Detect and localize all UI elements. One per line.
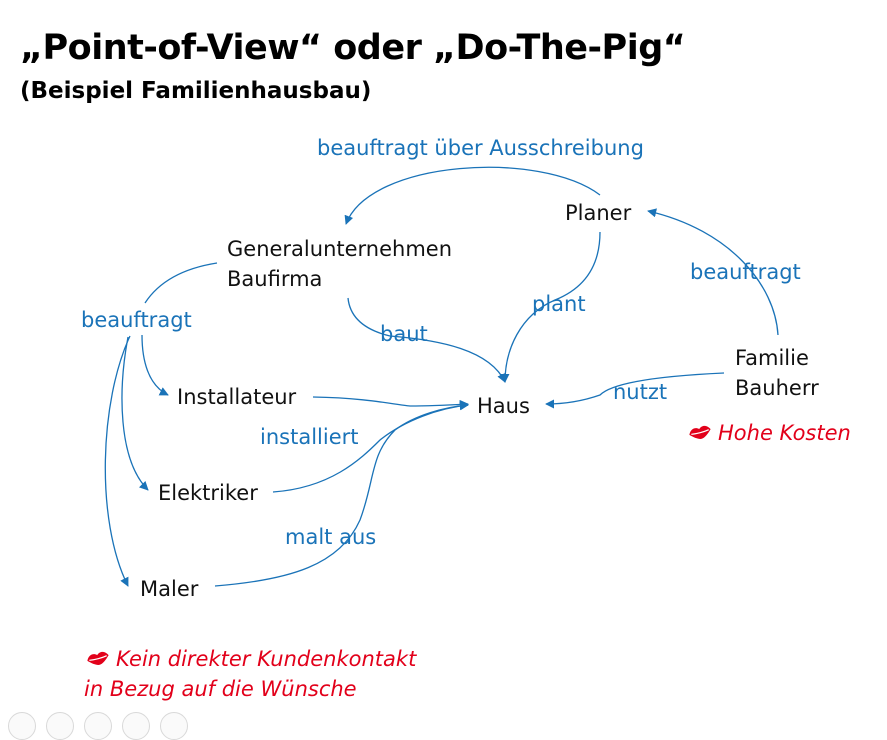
- edge-familie-to-planer: [647, 208, 779, 336]
- edge-label-beauftragt-firma: beauftragt: [81, 308, 192, 332]
- edge-label-ausschreibung: beauftragt über Ausschreibung: [317, 136, 644, 160]
- edge-general-to-installateur: [141, 334, 169, 396]
- nav-next-button[interactable]: [46, 712, 74, 740]
- edge-planer-to-haus: [500, 231, 601, 383]
- edge-elektriker-to-haus: [272, 401, 469, 493]
- edge-label-beauftragt-familie: beauftragt: [690, 260, 801, 284]
- edge-familie-to-haus: [545, 372, 725, 409]
- note-kundenkontakt-line1: Kein direkter Kundenkontakt: [116, 647, 417, 671]
- kiss-lips-icon: [87, 651, 109, 665]
- edge-planer-to-general: [344, 166, 601, 225]
- kiss-lips-icon: [689, 425, 711, 439]
- edge-maler-to-haus: [214, 401, 469, 587]
- edge-general-to-elektriker: [121, 336, 149, 491]
- node-haus: Haus: [477, 394, 530, 418]
- stakeholder-diagram: Planer Generalunternehmen Baufirma Insta…: [81, 136, 851, 701]
- edge-label-plant: plant: [532, 292, 586, 316]
- nav-zoom-button[interactable]: [160, 712, 188, 740]
- slide-title: „Point-of-View“ oder „Do-The-Pig“: [20, 28, 686, 68]
- note-hohe-kosten: Hohe Kosten: [718, 421, 851, 445]
- note-kundenkontakt-line2: in Bezug auf die Wünsche: [84, 677, 357, 701]
- edge-label-baut: baut: [380, 322, 428, 346]
- nav-slides-button[interactable]: [122, 712, 150, 740]
- edge-label-installiert: installiert: [260, 425, 358, 449]
- nav-prev-button[interactable]: [8, 712, 36, 740]
- edge-general-to-maler: [104, 335, 131, 587]
- nav-pen-button[interactable]: [84, 712, 112, 740]
- node-installateur: Installateur: [177, 385, 297, 409]
- node-familie-line2: Bauherr: [735, 376, 819, 400]
- node-general-line1: Generalunternehmen: [227, 237, 452, 261]
- node-elektriker: Elektriker: [158, 481, 258, 505]
- slide-subtitle: (Beispiel Familienhausbau): [20, 78, 372, 104]
- node-general-line2: Baufirma: [227, 267, 322, 291]
- edge-general-to-haus: [347, 297, 506, 383]
- edge-general-bracket: [144, 262, 218, 304]
- edge-installateur-to-haus: [312, 396, 469, 409]
- node-planer: Planer: [565, 201, 632, 225]
- edge-label-nutzt: nutzt: [613, 380, 667, 404]
- node-familie-line1: Familie: [735, 346, 809, 370]
- node-maler: Maler: [140, 577, 199, 601]
- edge-label-malt-aus: malt aus: [285, 525, 376, 549]
